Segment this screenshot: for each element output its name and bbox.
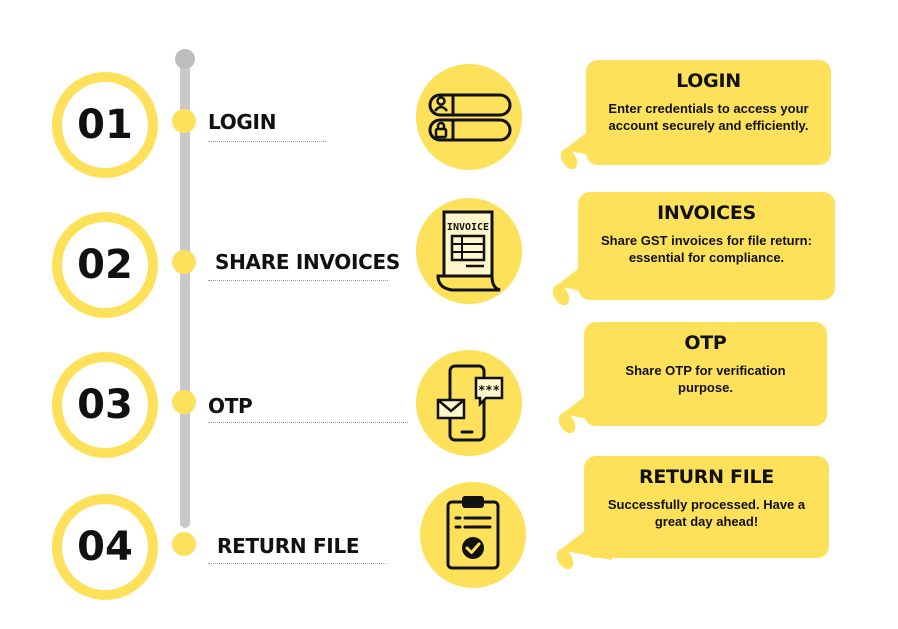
timeline-dot-4 bbox=[172, 532, 196, 556]
card-description: Share GST invoices for file return: esse… bbox=[601, 233, 812, 265]
card-description: Enter credentials to access your account… bbox=[608, 101, 809, 133]
step-card-login: LOGIN Enter credentials to access your a… bbox=[586, 60, 831, 165]
login-form-icon bbox=[428, 93, 512, 142]
step-number: 04 bbox=[77, 524, 133, 570]
step-icon-circle-4 bbox=[420, 482, 526, 588]
invoice-icon-text: INVOICE bbox=[447, 222, 489, 233]
step-card-invoices: INVOICES Share GST invoices for file ret… bbox=[578, 192, 835, 300]
step-number-circle-1: 01 bbox=[52, 72, 158, 178]
step-number-circle-3: 03 bbox=[52, 352, 158, 458]
step-number-circle-2: 02 bbox=[52, 212, 158, 318]
invoice-icon: INVOICE bbox=[436, 210, 501, 292]
step-label-otp: OTP bbox=[208, 394, 253, 418]
dotted-underline bbox=[208, 422, 408, 423]
step-number: 03 bbox=[77, 382, 133, 428]
card-title: LOGIN bbox=[676, 70, 741, 92]
timeline-line bbox=[180, 58, 190, 528]
card-description: Successfully processed. Have a great day… bbox=[607, 497, 806, 529]
dotted-underline bbox=[208, 280, 388, 281]
phone-otp-icon: *** bbox=[436, 364, 504, 442]
card-title: OTP bbox=[684, 332, 727, 354]
dotted-underline bbox=[208, 563, 386, 564]
card-title: INVOICES bbox=[657, 202, 756, 224]
timeline-dot-2 bbox=[172, 250, 196, 274]
card-title: RETURN FILE bbox=[639, 466, 774, 488]
dotted-underline bbox=[208, 141, 326, 142]
timeline-dot-3 bbox=[172, 390, 196, 414]
step-icon-circle-3: *** bbox=[416, 350, 522, 456]
timeline-top-knob bbox=[175, 49, 195, 69]
step-label-return-file: RETURN FILE bbox=[217, 534, 360, 558]
step-number: 01 bbox=[77, 102, 133, 148]
step-number: 02 bbox=[77, 242, 133, 288]
step-icon-circle-2: INVOICE bbox=[416, 198, 522, 304]
step-icon-circle-1 bbox=[416, 64, 522, 170]
otp-icon-text: *** bbox=[478, 383, 500, 397]
clipboard-check-icon bbox=[446, 496, 500, 570]
step-card-otp: OTP Share OTP for verification purpose. bbox=[584, 322, 827, 426]
step-card-return-file: RETURN FILE Successfully processed. Have… bbox=[584, 456, 829, 558]
step-label-share-invoices: SHARE INVOICES bbox=[215, 250, 400, 274]
card-description: Share OTP for verification purpose. bbox=[625, 363, 786, 395]
step-label-login: LOGIN bbox=[208, 110, 277, 134]
step-number-circle-4: 04 bbox=[52, 494, 158, 600]
timeline-dot-1 bbox=[172, 109, 196, 133]
